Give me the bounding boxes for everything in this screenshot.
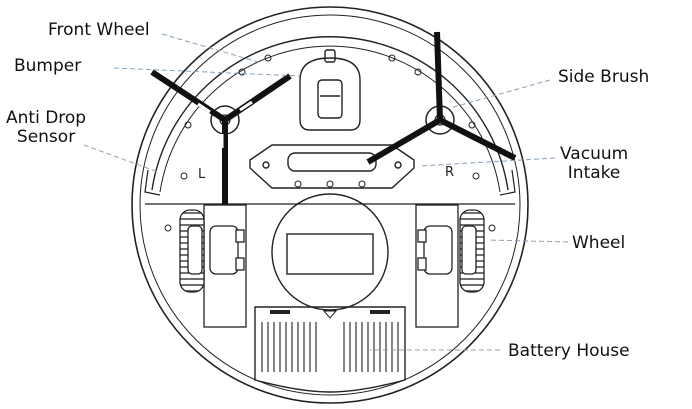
front-wheel-label: Front Wheel xyxy=(48,20,150,40)
vacuum-line1: Vacuum xyxy=(560,144,629,164)
robot-body xyxy=(131,6,529,404)
battery-house-label: Battery House xyxy=(508,341,630,361)
anti-drop-sensor-label: Anti Drop Sensor xyxy=(6,109,86,147)
left-mark: L xyxy=(198,167,206,182)
wheel-label: Wheel xyxy=(572,233,626,253)
right-wheel-part xyxy=(415,204,485,328)
right-mark: R xyxy=(445,165,454,180)
center-cover xyxy=(271,193,389,311)
leader-lines xyxy=(83,33,569,351)
battery-house-part xyxy=(254,306,406,393)
left-side-brush-part xyxy=(150,69,292,205)
bumper-label: Bumper xyxy=(14,56,82,76)
vacuum-intake-part xyxy=(249,144,415,189)
anti-drop-line2: Sensor xyxy=(16,127,76,147)
right-side-brush-part xyxy=(366,31,517,165)
anti-drop-line1: Anti Drop xyxy=(6,108,87,128)
vacuum-line2: Intake xyxy=(567,163,621,183)
front-wheel-part xyxy=(299,49,361,131)
left-wheel-part xyxy=(179,204,247,328)
vacuum-intake-label: Vacuum Intake xyxy=(560,145,628,183)
side-brush-label: Side Brush xyxy=(558,67,650,87)
